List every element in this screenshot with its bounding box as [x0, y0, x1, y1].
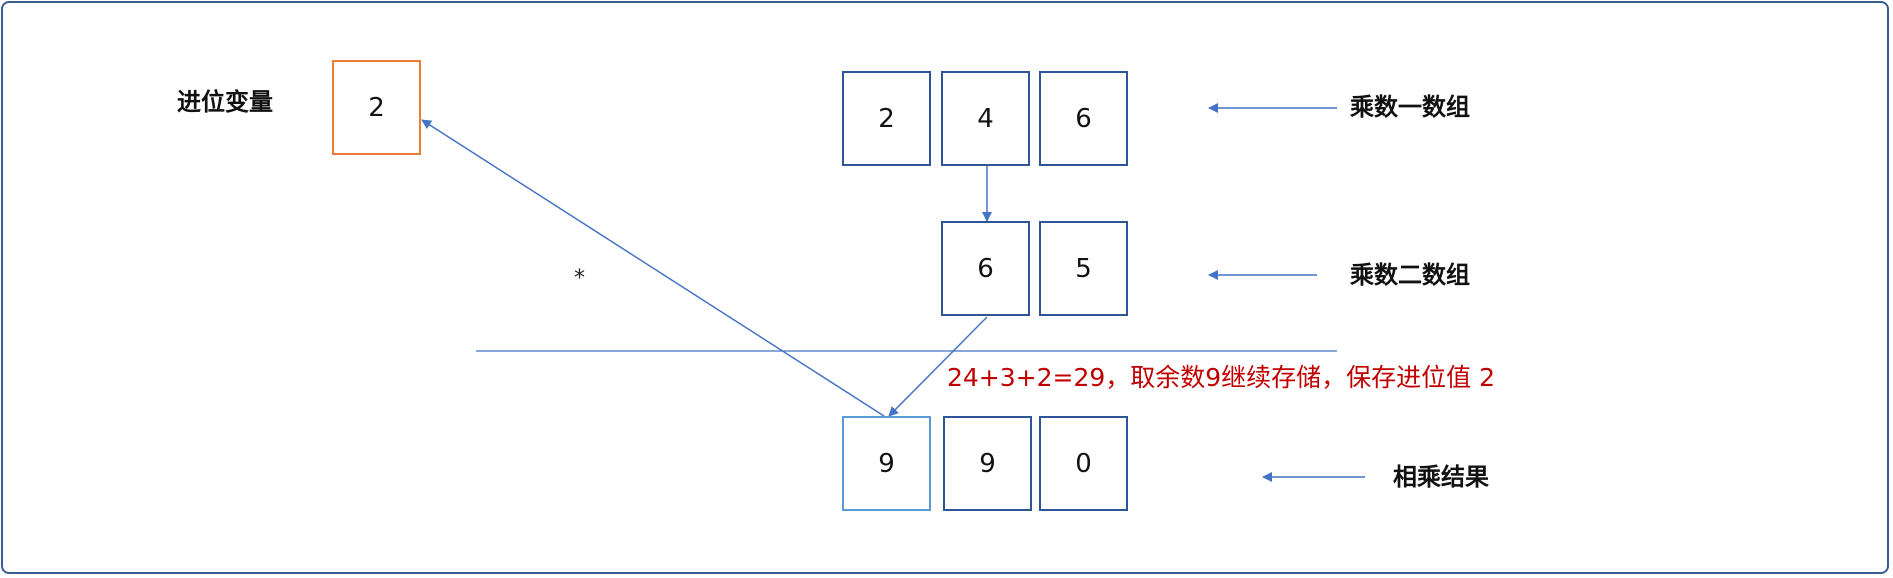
multiplier-one-cell-1: 4: [941, 71, 1030, 166]
multiply-asterisk: *: [574, 266, 585, 291]
multiplier-one-cell-2: 6: [1039, 71, 1128, 166]
result-cell-0: 9: [842, 416, 931, 511]
multiplier-two-cell-0: 6: [941, 221, 1030, 316]
carry-cell: 2: [332, 60, 421, 155]
result-cell-2: 0: [1039, 416, 1128, 511]
carry-variable-label: 进位变量: [177, 88, 273, 116]
multiplier-two-label: 乘数二数组: [1350, 261, 1470, 289]
multiplier-two-cell-1: 5: [1039, 221, 1128, 316]
calculation-note: 24+3+2=29，取余数9继续存储，保存进位值 2: [947, 363, 1496, 392]
multiplier-one-cell-0: 2: [842, 71, 931, 166]
multiplier-one-label: 乘数一数组: [1350, 93, 1470, 121]
result-cell-1: 9: [943, 416, 1032, 511]
product-result-label: 相乘结果: [1393, 463, 1489, 491]
arrow-digit6-to-result: [888, 316, 988, 417]
arrow-result-to-carry: [421, 119, 885, 417]
